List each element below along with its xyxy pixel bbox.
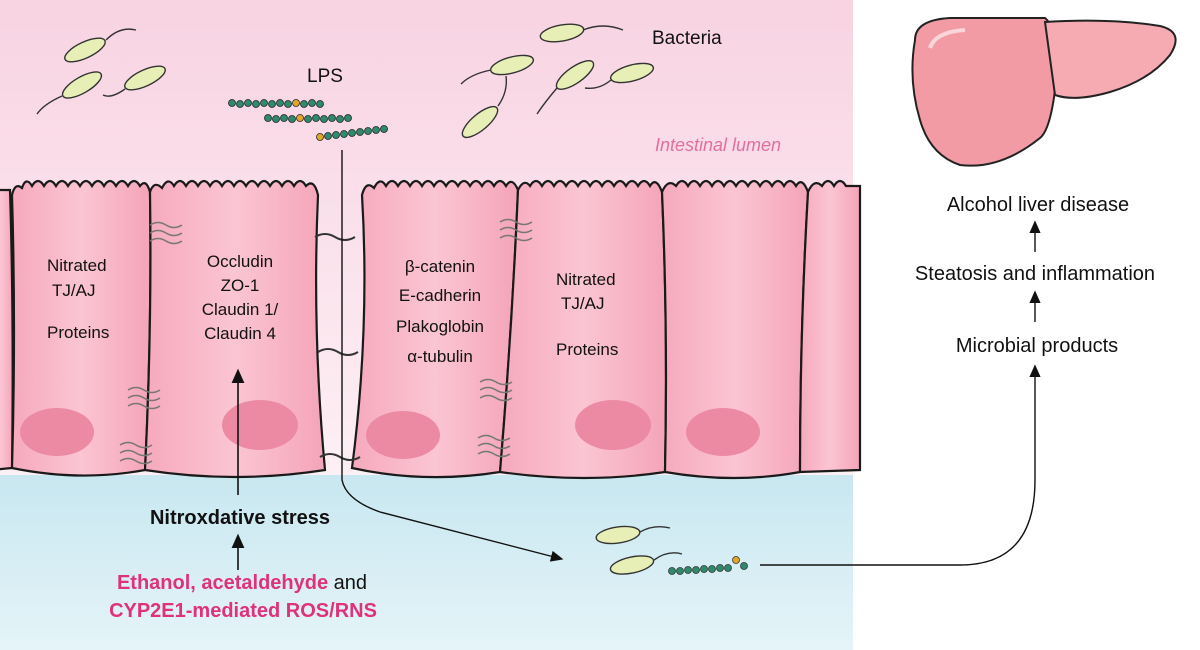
cell2-line: Occludin bbox=[207, 252, 273, 271]
blood-background bbox=[0, 475, 853, 650]
nucleus bbox=[366, 411, 440, 459]
label-liver-disease: Alcohol liver disease bbox=[947, 194, 1129, 216]
bacterium-icon bbox=[461, 75, 508, 139]
epithelial-cell bbox=[143, 179, 327, 479]
cell4-text: Nitrated TJ/AJ Proteins bbox=[556, 270, 618, 359]
label-microbial: Microbial products bbox=[956, 335, 1118, 357]
cell3-line: α-tubulin bbox=[407, 347, 473, 366]
translocated-products bbox=[595, 525, 748, 575]
epithelium bbox=[0, 179, 862, 480]
bacterium-icon bbox=[460, 54, 535, 85]
cell2-text: Occludin ZO-1 Claudin 1/ Claudin 4 bbox=[202, 252, 279, 343]
bacterium-icon bbox=[36, 71, 103, 115]
cell3-line: E-cadherin bbox=[399, 286, 481, 305]
cause-bold: Ethanol, acetaldehyde bbox=[117, 572, 328, 594]
label-lumen: Intestinal lumen bbox=[655, 135, 781, 155]
junction-marks bbox=[119, 218, 533, 465]
label-cause-line2: CYP2E1-mediated ROS/RNS bbox=[109, 600, 377, 622]
to-liver-arrow bbox=[760, 364, 1041, 566]
nucleus bbox=[222, 400, 298, 450]
epithelial-cell bbox=[798, 179, 862, 474]
bacterium-icon bbox=[102, 65, 166, 97]
bacterium-icon bbox=[64, 28, 137, 63]
lps-molecule bbox=[316, 125, 388, 141]
cell1-line: Nitrated bbox=[47, 256, 107, 275]
lps-molecule bbox=[264, 114, 352, 123]
cell2-line: Claudin 4 bbox=[204, 324, 276, 343]
cell1-text: Nitrated TJ/AJ Proteins bbox=[47, 256, 109, 342]
bacterium-icon bbox=[539, 23, 624, 43]
cell4-line: TJ/AJ bbox=[561, 294, 604, 313]
cell3-line: Plakoglobin bbox=[396, 317, 484, 336]
epithelial-cell bbox=[660, 179, 810, 480]
bacterium-icon bbox=[595, 525, 671, 545]
lps-molecule bbox=[228, 99, 324, 108]
nuclei bbox=[20, 400, 760, 459]
cell4-line: Proteins bbox=[556, 340, 618, 359]
lps-molecule bbox=[668, 556, 748, 575]
cell1-line: TJ/AJ bbox=[52, 281, 95, 300]
label-lps: LPS bbox=[307, 66, 343, 87]
label-steatosis: Steatosis and inflammation bbox=[915, 263, 1155, 285]
bacterium-icon bbox=[536, 60, 595, 115]
epithelial-cell bbox=[0, 188, 14, 471]
label-stress: Nitroxdative stress bbox=[150, 507, 330, 529]
cell3-text: β-catenin E-cadherin Plakoglobin α-tubul… bbox=[396, 257, 484, 366]
bacterium-icon bbox=[584, 62, 655, 90]
label-bacteria: Bacteria bbox=[652, 28, 722, 49]
cell3-line: β-catenin bbox=[405, 257, 475, 276]
label-cause-line1: Ethanol, acetaldehyde and bbox=[117, 572, 367, 594]
epithelial-cell bbox=[350, 179, 520, 479]
epithelial-cell bbox=[10, 179, 152, 477]
liver-icon bbox=[911, 17, 1177, 167]
nucleus bbox=[575, 400, 651, 450]
nucleus bbox=[686, 408, 760, 456]
broken-junctions bbox=[314, 233, 361, 461]
nucleus bbox=[20, 408, 94, 456]
bacterium-icon bbox=[609, 552, 683, 575]
cell2-line: Claudin 1/ bbox=[202, 300, 279, 319]
bacteria-group bbox=[36, 23, 655, 139]
cell4-line: Nitrated bbox=[556, 270, 616, 289]
cell1-line: Proteins bbox=[47, 323, 109, 342]
cell2-line: ZO-1 bbox=[221, 276, 260, 295]
lps-group bbox=[228, 99, 388, 141]
paracellular-route-arrow bbox=[341, 150, 564, 562]
cause-rest: and bbox=[328, 572, 367, 594]
